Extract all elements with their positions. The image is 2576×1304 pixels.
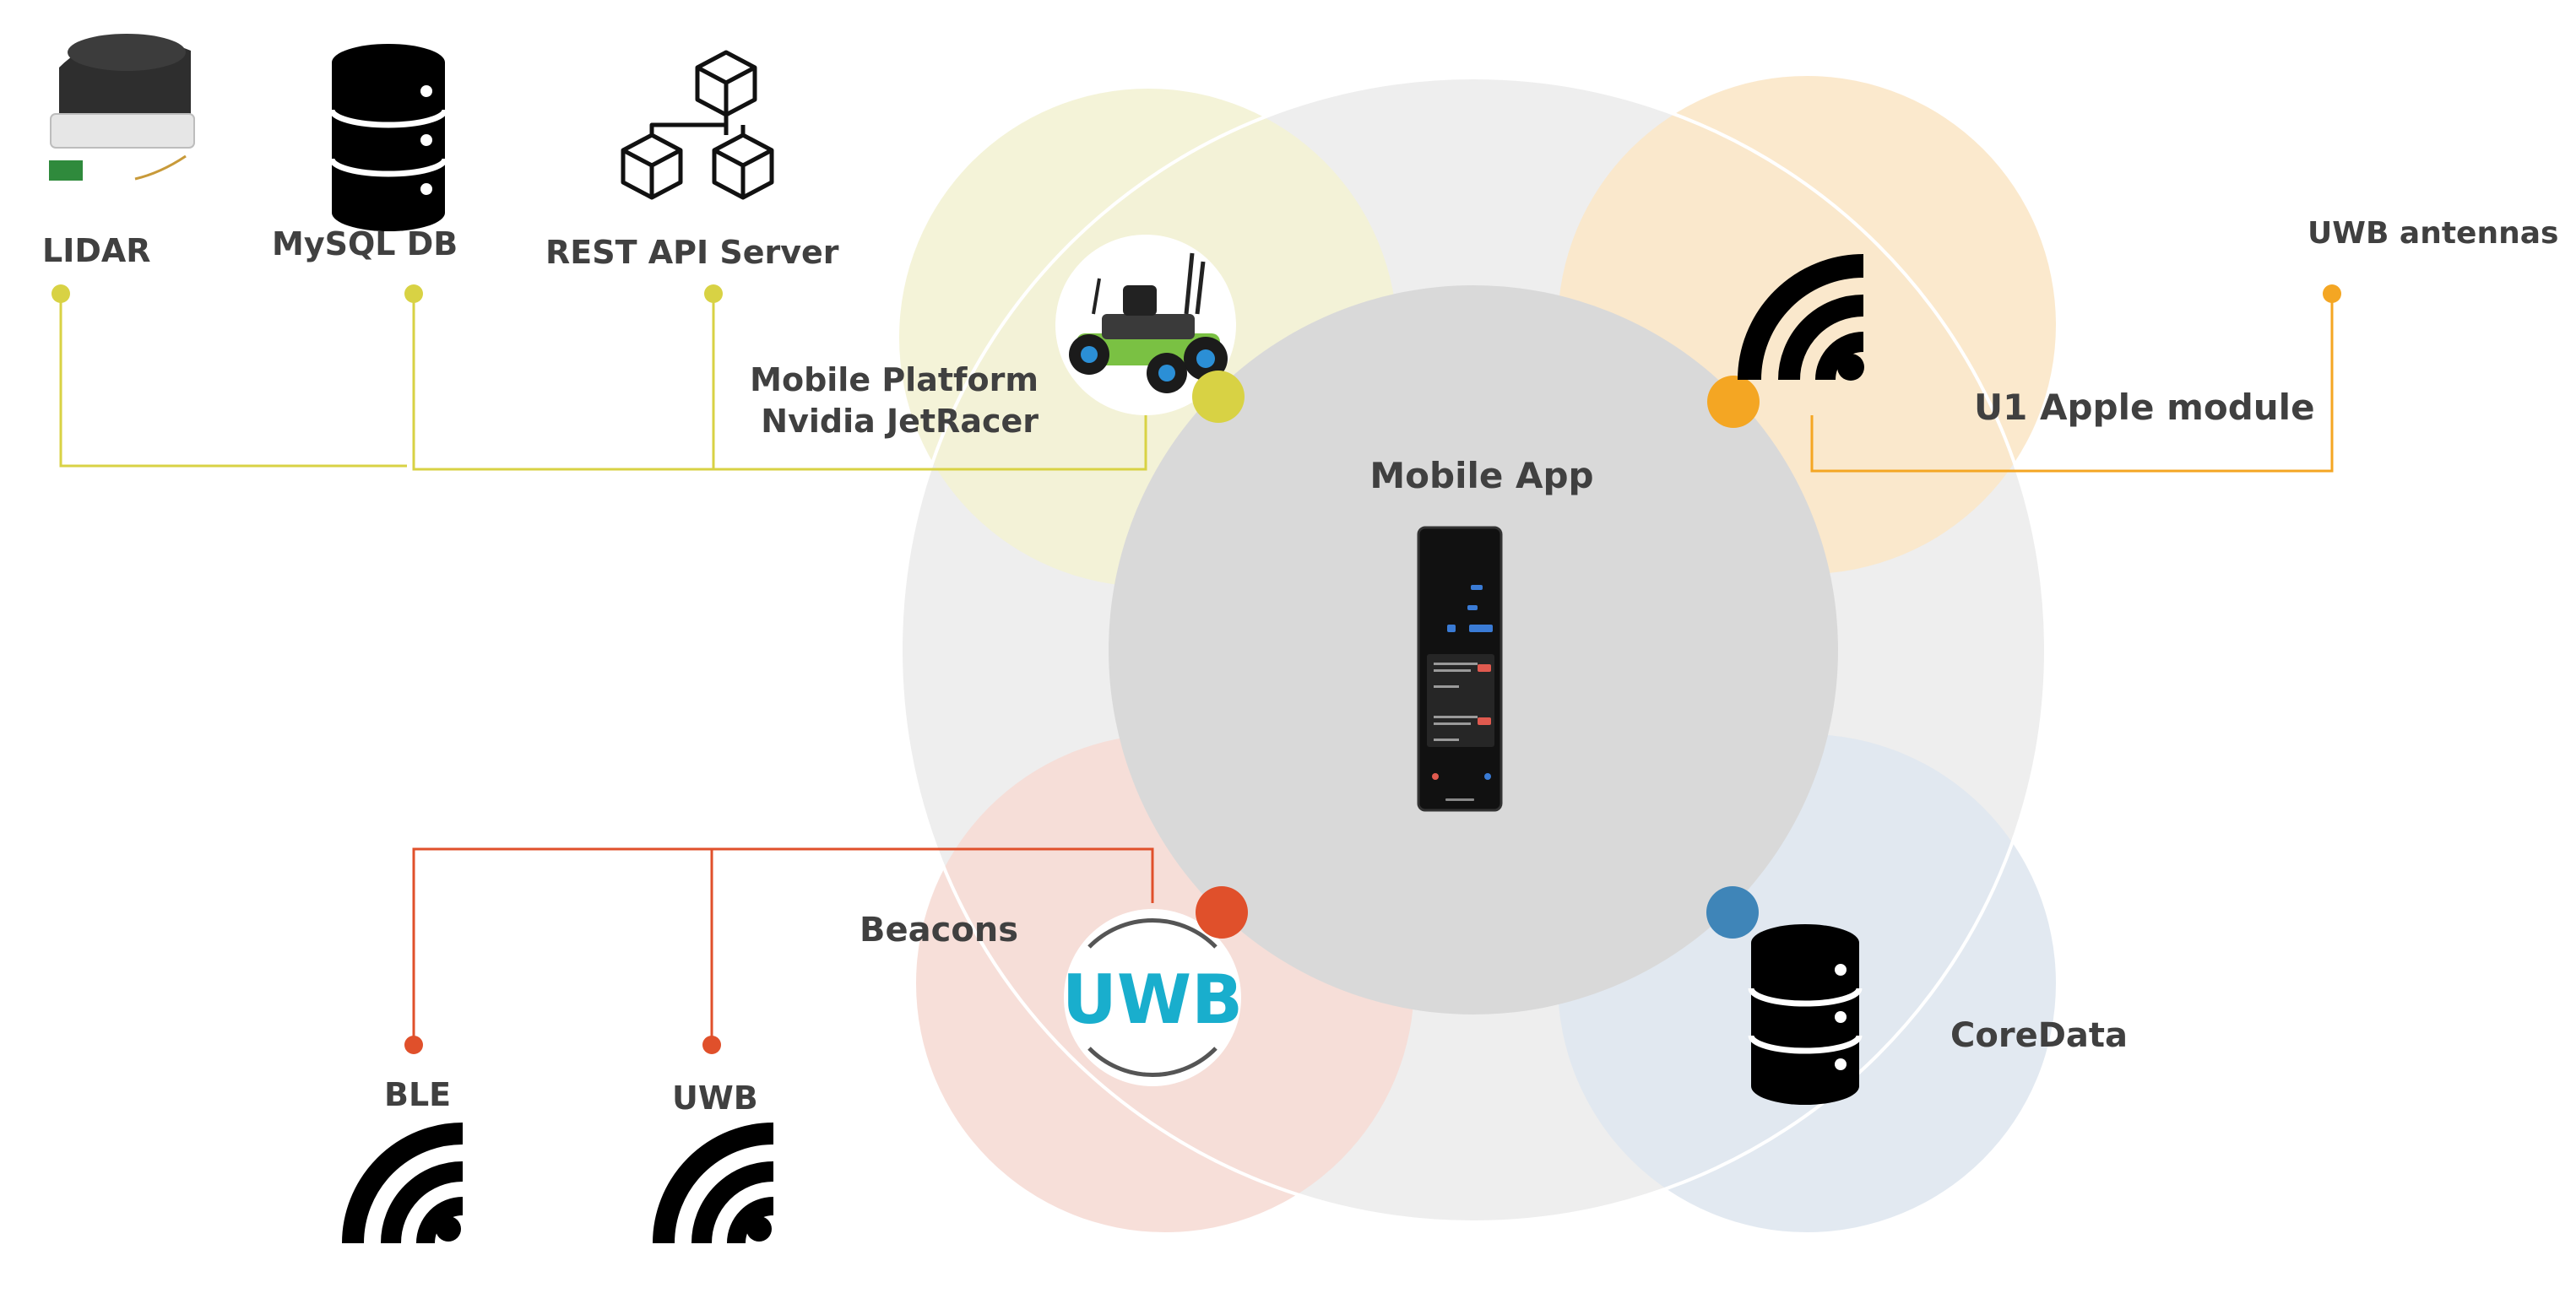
orange-connector: [1810, 294, 2334, 473]
lidar-sensor-icon: [49, 34, 195, 181]
platform-label-line1: Mobile Platform: [750, 361, 1039, 398]
uwb-arc-top: [1087, 917, 1217, 949]
beacons-label: Beacons: [860, 911, 1018, 950]
smartphone-screenshot-icon: [1417, 526, 1503, 812]
rest-api-label: REST API Server: [545, 234, 839, 271]
ble-label: BLE: [384, 1076, 451, 1113]
platform-dot: [1192, 371, 1245, 423]
wireless-signal-icon: [1738, 254, 1864, 381]
uwb-antennas-dot: [2323, 284, 2341, 303]
coredata-dot: [1706, 886, 1759, 939]
yellow-connectors: [59, 294, 1147, 471]
database-icon: [328, 44, 448, 231]
wireless-signal-icon: [653, 1123, 774, 1244]
lidar-label: LIDAR: [42, 232, 151, 269]
u1-dot: [1707, 376, 1760, 428]
red-connectors: [412, 847, 1154, 1045]
uwb-logo-text: UWB: [1062, 960, 1243, 1039]
coredata-label: CoreData: [1950, 1016, 2128, 1055]
beacons-badge: [1064, 909, 1241, 1086]
cubes-network-icon: [621, 50, 774, 200]
outer-circle-outline: [899, 76, 2047, 1224]
database-icon: [1748, 924, 1863, 1105]
mysql-label: MySQL DB: [272, 225, 458, 262]
uwb-antennas-label: UWB antennas: [2308, 216, 2558, 251]
mobile-app-label: Mobile App: [1369, 455, 1593, 496]
beacons-dot: [1196, 886, 1248, 939]
platform-label-line2: Nvidia JetRacer: [761, 403, 1039, 440]
u1-module-label: U1 Apple module: [1974, 387, 2315, 428]
red-dots: [404, 1036, 721, 1054]
robot-car-icon: [1069, 252, 1228, 393]
uwb-label: UWB: [672, 1079, 758, 1117]
yellow-dots: [52, 284, 723, 303]
uwb-arc-bottom: [1087, 1047, 1217, 1078]
wireless-signal-icon: [342, 1123, 464, 1244]
